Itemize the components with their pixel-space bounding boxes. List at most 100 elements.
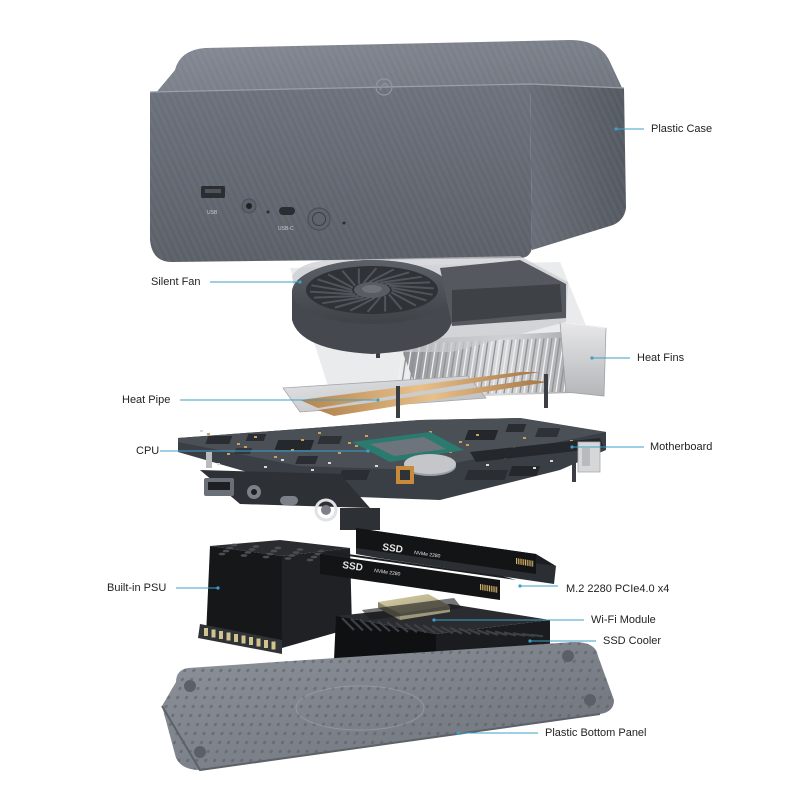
cooler-fin	[467, 628, 481, 636]
fin-line	[483, 340, 493, 394]
fin-line	[547, 337, 557, 393]
board-components	[200, 424, 573, 480]
cooler-fin	[512, 632, 526, 637]
smd-component	[459, 441, 462, 443]
heat-pipe	[282, 314, 548, 418]
psu-pin	[211, 629, 216, 638]
fan-blade	[380, 275, 422, 284]
cooler-fin	[422, 624, 436, 634]
callout-label-motherboard: Motherboard	[650, 441, 713, 453]
fan-blade	[388, 284, 434, 290]
gold-finger	[489, 585, 490, 592]
smd-component	[355, 445, 358, 447]
fan-blade	[334, 296, 370, 309]
psu-pins	[204, 628, 276, 650]
vent-hole	[270, 549, 278, 553]
usb-port-label: USB	[207, 210, 218, 216]
usb-c-port-icon	[279, 207, 295, 215]
cooler-fin	[458, 627, 472, 635]
callout-label-plastic-case: Plastic Case	[651, 123, 713, 135]
smd-component	[523, 437, 526, 439]
board-chip	[508, 466, 541, 476]
smd-component	[318, 432, 321, 434]
gold-finger	[492, 586, 494, 593]
smd-component	[365, 435, 368, 437]
fin-line	[487, 340, 497, 394]
vent-hole	[252, 545, 260, 548]
ssd-lower: SSD NVMe 2280	[320, 550, 516, 600]
psu-pin	[256, 638, 261, 647]
smd-component	[429, 431, 432, 433]
vent-hole	[310, 555, 318, 559]
vent-hole	[292, 551, 300, 554]
callout-lines	[160, 127, 644, 735]
smd-component	[311, 469, 314, 471]
smd-component	[328, 462, 331, 464]
fin-line	[479, 340, 489, 394]
smd-component	[254, 436, 257, 438]
vent-hole	[226, 546, 234, 550]
board-chip	[274, 440, 315, 450]
gold-finger	[481, 584, 483, 591]
board-chip	[317, 436, 343, 444]
gold-finger	[485, 584, 487, 591]
vent-hole	[248, 548, 256, 551]
cooler-fin	[350, 618, 364, 632]
cooler-fin	[431, 625, 445, 634]
fan-blade	[349, 297, 376, 312]
smd-component	[348, 442, 351, 444]
board-chip	[205, 436, 233, 444]
smd-component	[281, 459, 284, 461]
board-chip	[338, 470, 371, 480]
smd-component	[301, 439, 304, 441]
cooler-fin	[440, 625, 454, 635]
callout-label-wifi-module: Wi-Fi Module	[591, 614, 656, 626]
gold-finger	[496, 586, 498, 593]
psu-pin	[271, 641, 276, 650]
ssd-connector-upper	[516, 558, 534, 567]
cooler-fin	[395, 621, 409, 633]
fan-blade	[317, 278, 353, 291]
fan-blade	[368, 268, 395, 283]
cooler-fin	[404, 622, 418, 633]
smd-component	[244, 446, 247, 448]
smd-component	[550, 460, 553, 462]
motherboard	[178, 418, 606, 530]
smd-component	[486, 464, 489, 466]
psu-pin	[219, 631, 223, 639]
callout-label-ssd-cooler: SSD Cooler	[603, 635, 662, 647]
usb-c-port-label: USB-C	[278, 226, 294, 232]
gold-finger	[487, 585, 489, 592]
fan-blade	[366, 296, 382, 313]
fin-line	[551, 337, 561, 393]
psu-vents	[218, 543, 326, 562]
gold-finger	[532, 560, 534, 567]
gold-finger	[519, 558, 521, 565]
vent-hole	[218, 552, 226, 556]
psu-pin	[234, 634, 238, 642]
vent-hole	[318, 549, 326, 553]
vent-hole	[266, 552, 274, 556]
cooler-fin	[377, 620, 391, 633]
smd-component	[338, 452, 341, 454]
callout-label-cpu: CPU	[136, 445, 160, 457]
vent-hole	[306, 558, 314, 562]
board-chip	[535, 428, 561, 437]
callout-label-heat-pipe: Heat Pipe	[122, 394, 171, 406]
smd-component	[227, 453, 230, 455]
fan-blade	[322, 296, 364, 305]
gold-finger	[525, 559, 526, 566]
smd-component	[570, 440, 573, 442]
smd-component	[466, 444, 469, 446]
vent-hole	[274, 546, 282, 550]
board-chip	[295, 456, 319, 464]
fin-line	[539, 338, 549, 393]
fan-blade	[385, 281, 431, 285]
board-chip	[464, 470, 509, 480]
gold-finger	[521, 558, 523, 565]
fan-blades	[310, 267, 434, 313]
callout-label-m2-slot: M.2 2280 PCIe4.0 x4	[566, 583, 670, 595]
fan-blade	[391, 286, 433, 296]
fan-blade	[310, 290, 356, 296]
